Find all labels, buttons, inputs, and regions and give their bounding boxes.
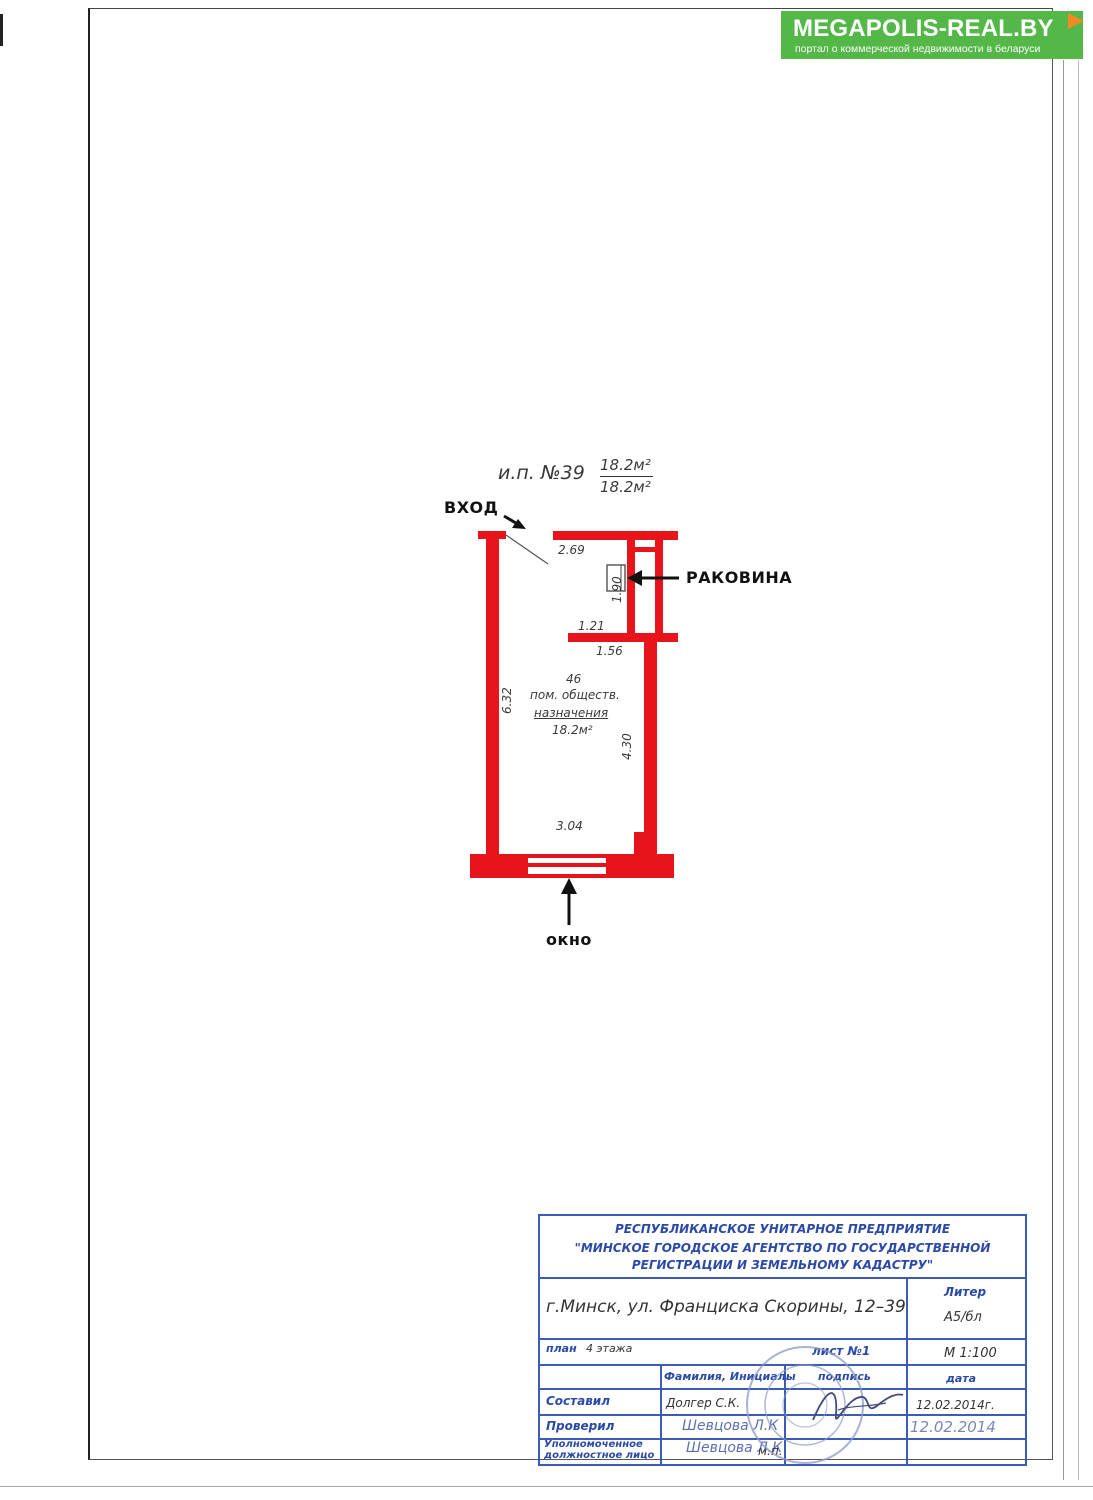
- room-type-line1: пом. обществ.: [530, 688, 620, 702]
- title-block: РЕСПУБЛИКАНСКОЕ УНИТАРНОЕ ПРЕДПРИЯТИЕ "М…: [538, 1214, 1027, 1466]
- liter-label: Литер: [944, 1285, 987, 1299]
- official-seal-icon: [746, 1346, 864, 1464]
- wall-left: [486, 532, 499, 854]
- checked-name: Шевцова Л.К: [682, 1418, 779, 1434]
- signature-icon: [812, 1392, 904, 1421]
- scale: М 1:100: [944, 1346, 997, 1361]
- window-line: [528, 874, 606, 878]
- dim-niche-depth: 1.90: [610, 576, 624, 603]
- dim-bottom-width: 3.04: [556, 819, 583, 833]
- dim-left-length: 6.32: [500, 687, 514, 714]
- area-useful: 18.2м²: [600, 478, 651, 496]
- unit-area-fraction: 18.2м² 18.2м²: [600, 455, 653, 498]
- banner-title: MEGAPOLIS-REAL.BY: [793, 15, 1054, 42]
- composed-date: 12.02.2014г.: [916, 1398, 995, 1412]
- plan-label: план: [546, 1342, 577, 1355]
- checked-label: Проверил: [546, 1419, 615, 1433]
- wall-niche-top: [627, 531, 663, 537]
- org-line2: "МИНСКОЕ ГОРОДСКОЕ АГЕНТСТВО ПО ГОСУДАРС…: [574, 1241, 991, 1255]
- entrance-label: ВХОД: [444, 498, 499, 517]
- address: г.Минск, ул. Франциска Скорины, 12–39: [546, 1297, 906, 1317]
- wall-left-cap: [478, 531, 506, 539]
- wall-niche-outer: [655, 531, 663, 642]
- dim-niche-ledge: 1.21: [578, 619, 605, 633]
- authorized-name: Шевцова Л.К: [686, 1440, 783, 1456]
- sheet-label: лист №1: [812, 1344, 871, 1358]
- banner-subtitle: портал о коммерческой недвижимости в бел…: [795, 43, 1041, 55]
- door-swing: [505, 534, 549, 565]
- window-label: окно: [546, 930, 592, 949]
- room-type-line2: назначения: [534, 706, 609, 720]
- dim-niche-width: 1.56: [596, 644, 623, 658]
- wall-top: [553, 531, 678, 540]
- wall-niche-divider: [627, 547, 663, 552]
- site-banner[interactable]: MEGAPOLIS-REAL.BY портал о коммерческой …: [781, 11, 1084, 59]
- wall-bottom-left: [470, 854, 528, 878]
- wall-niche-inner: [627, 531, 635, 642]
- org-line1: РЕСПУБЛИКАНСКОЕ УНИТАРНОЕ ПРЕДПРИЯТИЕ: [614, 1222, 951, 1236]
- wall-right-pier: [634, 832, 657, 854]
- room-area: 18.2м²: [552, 723, 593, 737]
- banner-flag-icon: [1068, 13, 1084, 29]
- sink-label: РАКОВИНА: [686, 568, 793, 587]
- col-name-header: Фамилия, Инициалы: [664, 1370, 796, 1383]
- authorized-label-1: Уполномоченное: [544, 1439, 643, 1450]
- liter-value: А5/бл: [944, 1310, 982, 1325]
- checked-date: 12.02.2014: [910, 1418, 996, 1436]
- wall-niche-bottom: [568, 633, 678, 642]
- area-total: 18.2м²: [600, 455, 653, 477]
- paper-edge-line: [0, 1486, 1093, 1487]
- unit-label: и.п. №39: [498, 462, 585, 484]
- col-date-header: дата: [946, 1372, 977, 1385]
- composed-name: Долгер С.К.: [666, 1396, 741, 1410]
- wall-right: [644, 640, 657, 840]
- paper-edge-line: [1078, 60, 1079, 1480]
- wall-bottom-right: [606, 854, 674, 878]
- plan-value: 4 этажа: [586, 1342, 633, 1355]
- composed-label: Составил: [546, 1394, 611, 1408]
- room-number: 46: [566, 672, 582, 686]
- drawing-frame: [88, 8, 1053, 1460]
- dim-top-width: 2.69: [558, 543, 585, 557]
- org-line3: РЕГИСТРАЦИИ И ЗЕМЕЛЬНОМУ КАДАСТРУ": [631, 1258, 934, 1272]
- scan-edge-mark: [0, 14, 3, 46]
- window-line: [528, 863, 606, 867]
- dim-right-length: 4.30: [620, 733, 634, 760]
- window-line: [528, 854, 606, 858]
- authorized-label-2: должностное лицо: [544, 1450, 655, 1461]
- paper-edge-line: [1063, 60, 1064, 1480]
